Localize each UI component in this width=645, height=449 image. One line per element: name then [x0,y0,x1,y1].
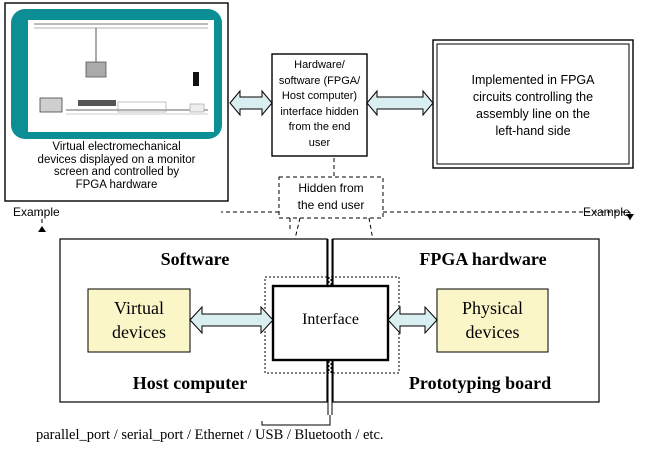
double-arrow-interface-fpga [366,89,434,117]
host-computer-label: Host computer [132,373,248,393]
interface-description-line-3: Host computer) [281,90,358,102]
fpga-description-inner-border [436,43,630,165]
interface-label: Interface [302,311,359,328]
hardware-title: FPGA hardware [419,249,547,269]
interface-description-line-5: from the end [288,121,351,133]
interface-description-box [271,53,368,157]
double-arrow-monitor-interface [229,89,273,117]
prototyping-board-label: Prototyping board [408,373,552,393]
physical-devices-line-2: devices [465,322,520,342]
virtual-devices-label: Virtual devices [88,296,190,344]
example-right-arrowhead [626,214,634,220]
virtual-devices-line-2: devices [112,322,166,342]
interface-description-line-6: user [308,136,331,149]
physical-devices-label: Physical devices [437,296,548,344]
physical-devices-box [436,288,549,353]
caption-pointer-line [261,415,331,426]
monitor-caption-line-1: Virtual electromechanical [52,141,181,153]
fpga-description-box [432,39,634,169]
virtual-devices-line-1: Virtual [114,298,164,318]
hidden-label-line-2: the end user [297,198,365,212]
monitor-caption-line-4: FPGA hardware [75,178,158,191]
example-right-label: Example [583,205,630,219]
hidden-label-line-1: Hidden from [298,181,364,195]
software-title: Software [160,249,230,269]
connection-caption: parallel_port / serial_port / Ethernet /… [36,427,384,443]
virtual-devices-box [87,288,191,353]
fpga-description-line-3: assembly line on the [476,107,590,121]
interface-box [271,284,390,362]
fpga-description-text: Implemented in FPGA circuits controlling… [437,72,629,140]
example-left-label: Example [13,205,60,219]
double-arrow-virtual-interface [189,305,274,335]
monitor-screen [28,20,214,132]
fpga-description-line-2: circuits controlling the [472,90,594,104]
double-arrow-interface-physical [387,305,438,335]
fpga-description-line-4: left-hand side [495,124,571,138]
hidden-label: Hidden from the end user [279,180,383,214]
interface-description-text: Hardware/ software (FPGA/ Host computer)… [272,58,367,151]
monitor-caption-line-3: screen and controlled by [53,166,180,178]
monitor-caption-line-2: devices displayed on a monitor [37,153,196,166]
interface-description-line-4: interface hidden [280,105,359,118]
interface-description-line-1: Hardware/ [294,59,345,71]
monitor-caption: Virtual electromechanical devices displa… [8,141,225,191]
fpga-description-line-1: Implemented in FPGA [471,73,595,87]
example-left-arrowhead [38,226,46,232]
interface-description-line-2: software (FPGA/ [278,74,361,87]
assembly-line-scene [34,23,208,115]
physical-devices-line-1: Physical [462,298,523,318]
